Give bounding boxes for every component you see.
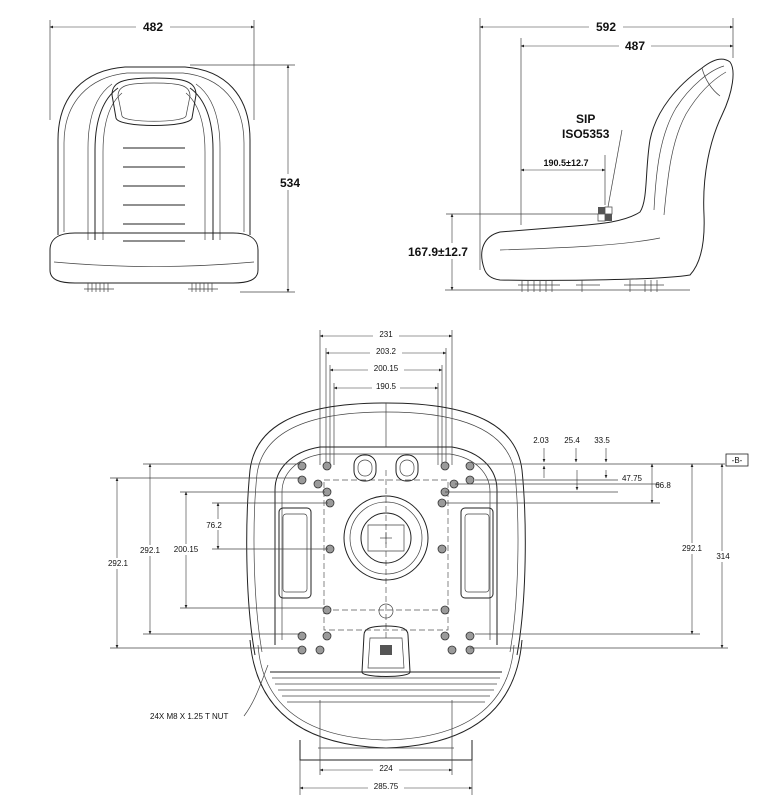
right-small-dim-5: 66.8 <box>655 481 671 490</box>
bottom-dim-2: 285.75 <box>374 782 399 791</box>
right-small-dim-2: 25.4 <box>564 436 580 445</box>
right-small-dim-3: 33.5 <box>594 436 610 445</box>
iso-standard-label: ISO5353 <box>562 127 610 141</box>
right-dim-2: 314 <box>716 552 730 561</box>
side-overall-depth-label: 592 <box>596 20 616 34</box>
right-small-dim-1: 2.03 <box>533 436 549 445</box>
right-small-dim-4: 47.75 <box>622 474 643 483</box>
nut-callout: 24X M8 X 1.25 T NUT <box>150 712 229 721</box>
top-dim-1: 231 <box>379 330 393 339</box>
side-view: 592 487 SIP ISO5353 <box>400 18 734 292</box>
top-dim-4: 190.5 <box>376 382 397 391</box>
top-dim-2: 203.2 <box>376 347 397 356</box>
datum-b-box <box>725 453 749 467</box>
sip-horizontal-label: 190.5±12.7 <box>544 158 589 168</box>
left-dim-2: 292.1 <box>140 546 161 555</box>
top-dim-3: 200.15 <box>374 364 399 373</box>
front-width-label: 482 <box>143 20 163 34</box>
side-cushion-depth-label: 487 <box>625 39 645 53</box>
sip-label: SIP <box>576 112 595 126</box>
left-dim-3: 200.15 <box>174 545 199 554</box>
bottom-view: 231 203.2 200.15 190.5 <box>104 329 749 795</box>
bottom-dim-1: 224 <box>379 764 393 773</box>
front-view: 482 <box>49 18 305 293</box>
datum-b-label: -B- <box>732 456 743 465</box>
left-dim-4: 76.2 <box>206 521 222 530</box>
left-dim-1: 292.1 <box>108 559 129 568</box>
right-dim-1: 292.1 <box>682 544 703 553</box>
sip-vertical-label: 167.9±12.7 <box>408 245 468 259</box>
front-height-label: 534 <box>280 176 300 190</box>
